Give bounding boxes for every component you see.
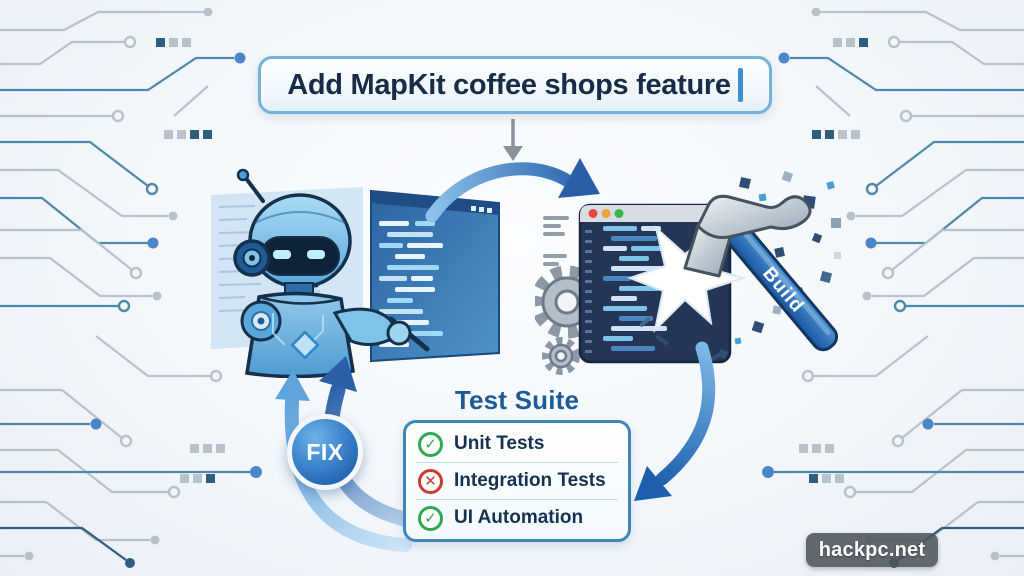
- build-label: Build: [758, 263, 808, 317]
- build-illustration: Build: [535, 170, 841, 375]
- robot-visor: [260, 236, 340, 276]
- check-circle-icon: ✓: [418, 431, 443, 457]
- robot-ear: [233, 239, 271, 277]
- test-row-label: Unit Tests: [454, 433, 545, 454]
- test-row-integration-tests: ✕ Integration Tests: [406, 464, 628, 498]
- gear-small-icon: [542, 337, 580, 375]
- robot-eye-left: [273, 250, 291, 259]
- test-row-unit-tests: ✓ Unit Tests: [406, 427, 628, 461]
- debris-particles: [639, 170, 841, 364]
- row-divider: [416, 462, 618, 463]
- robot-shoulder: [240, 300, 282, 342]
- watermark-badge: hackpc.net: [806, 533, 938, 567]
- circuit-pattern-left: [0, 6, 264, 570]
- robot-torso: [244, 291, 356, 378]
- arrow-build-to-tests: [634, 341, 716, 501]
- code-window-left: [211, 187, 363, 349]
- cross-circle-icon: ✕: [418, 468, 443, 494]
- test-suite-box: ✓ Unit Tests ✕ Integration Tests ✓ UI Au…: [403, 420, 631, 542]
- text-cursor-icon: [737, 68, 743, 102]
- prompt-input[interactable]: Add MapKit coffee shops feature: [258, 56, 772, 114]
- flow-arrow-down: [503, 119, 523, 161]
- prompt-text: Add MapKit coffee shops feature: [287, 68, 731, 101]
- impact-burst: [627, 225, 747, 334]
- fix-badge: FIX: [287, 414, 363, 490]
- code-window-robot: [370, 189, 500, 363]
- robot-illustration: [211, 168, 500, 378]
- robot-pen: [388, 316, 430, 352]
- watermark-text: hackpc.net: [818, 538, 926, 561]
- robot-eye-right: [307, 250, 325, 259]
- test-row-label: UI Automation: [454, 507, 584, 528]
- check-circle-icon: ✓: [418, 505, 443, 531]
- test-suite-title: Test Suite: [454, 385, 580, 415]
- test-row-ui-automation: ✓ UI Automation: [406, 501, 628, 535]
- code-stub-lines: [543, 216, 569, 266]
- row-divider: [416, 499, 618, 500]
- robot-arm: [332, 307, 396, 346]
- hammer-icon: Build: [683, 194, 839, 352]
- build-code-window: [578, 203, 732, 364]
- robot-figure: [233, 168, 430, 378]
- arrow-robot-to-build: [425, 158, 600, 223]
- traffic-light-green: [614, 209, 624, 218]
- test-row-label: Integration Tests: [454, 470, 606, 491]
- robot-antenna: [243, 175, 265, 203]
- traffic-light-yellow: [601, 209, 611, 218]
- traffic-light-red: [588, 209, 598, 218]
- gear-icon: [535, 265, 604, 339]
- robot-hand: [386, 320, 412, 346]
- fix-label: FIX: [306, 438, 344, 465]
- robot-head: [248, 193, 352, 289]
